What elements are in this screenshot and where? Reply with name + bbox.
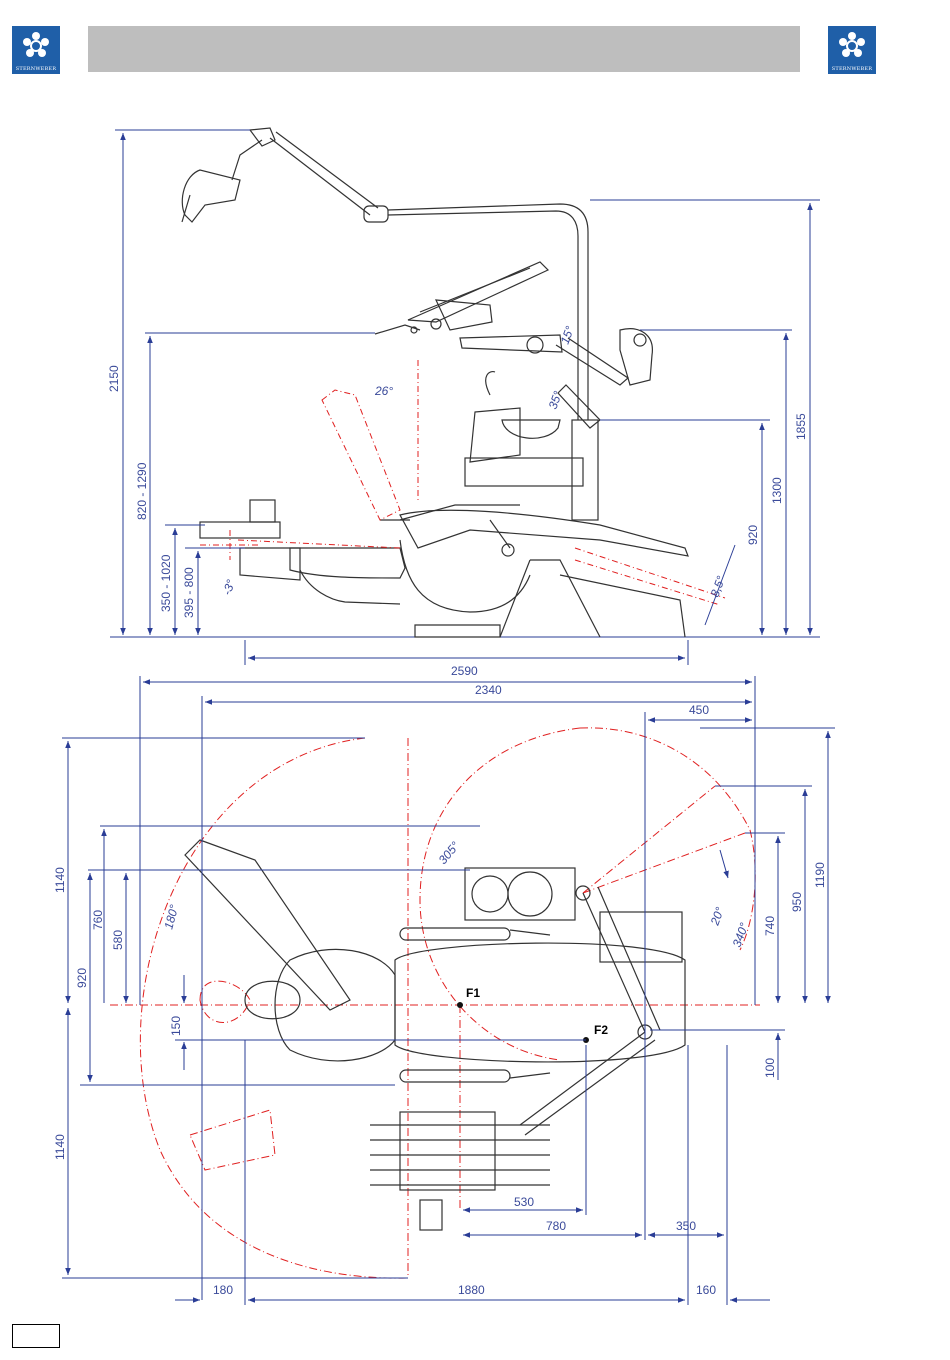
operating-light bbox=[182, 128, 588, 420]
dim-740: 740 bbox=[763, 916, 777, 936]
dim-2340: 2340 bbox=[475, 683, 502, 697]
dim-580: 580 bbox=[111, 930, 125, 950]
dim-seat-height: 920 bbox=[746, 525, 760, 545]
angle-305: 305° bbox=[436, 839, 463, 867]
dim-160: 160 bbox=[696, 1283, 716, 1297]
angle-340: 340° bbox=[730, 921, 752, 949]
angle-20: 20° bbox=[707, 905, 727, 928]
dim-tray-height: 350 - 1020 bbox=[159, 554, 173, 612]
instrument-tray bbox=[375, 262, 548, 334]
dim-950: 950 bbox=[790, 892, 804, 912]
dim-920: 920 bbox=[75, 968, 89, 988]
dim-100: 100 bbox=[763, 1058, 777, 1078]
dim-arm-height: 1855 bbox=[794, 413, 808, 440]
assistant-arm bbox=[460, 329, 652, 428]
dim-150: 150 bbox=[169, 1016, 183, 1036]
dim-350: 350 bbox=[676, 1219, 696, 1233]
angle-tray: -3° bbox=[220, 578, 239, 598]
page-number-box bbox=[12, 1324, 60, 1348]
dim-headrest-height: 1300 bbox=[770, 477, 784, 504]
dim-total-height: 2150 bbox=[107, 365, 121, 392]
dim-instrument-height: 820 - 1290 bbox=[135, 462, 149, 520]
angle-footrest: 8,5° bbox=[708, 574, 729, 599]
dim-180: 180 bbox=[213, 1283, 233, 1297]
angle-arm-down: 35° bbox=[546, 389, 565, 411]
dim-1140-top: 1140 bbox=[53, 867, 67, 893]
dim-1190: 1190 bbox=[813, 862, 827, 888]
dim-footrest-height: 395 - 800 bbox=[182, 567, 196, 618]
dim-1880: 1880 bbox=[458, 1283, 485, 1297]
dim-780: 780 bbox=[546, 1219, 566, 1233]
dim-450: 450 bbox=[689, 703, 709, 717]
dim-760: 760 bbox=[91, 910, 105, 930]
side-view: 2150 820 - 1290 350 - 1020 395 - 800 185… bbox=[107, 128, 820, 678]
red-reclined-outline bbox=[200, 360, 725, 605]
label-f2: F2 bbox=[594, 1023, 608, 1037]
top-view: F1 F2 bbox=[53, 676, 835, 1305]
top-dimensions bbox=[62, 676, 835, 1305]
red-rotation-arcs bbox=[110, 715, 760, 1278]
label-f1: F1 bbox=[466, 986, 480, 1000]
doctor-element-top bbox=[185, 840, 550, 1230]
angle-180: 180° bbox=[161, 903, 181, 931]
chair-top bbox=[245, 868, 685, 1135]
dental-chair bbox=[290, 505, 688, 637]
dim-total-length: 2590 bbox=[451, 664, 478, 678]
angle-backrest: 26° bbox=[374, 384, 393, 398]
dim-530: 530 bbox=[514, 1195, 534, 1209]
dim-1140-bottom: 1140 bbox=[53, 1134, 67, 1160]
point-f1 bbox=[457, 1002, 463, 1008]
